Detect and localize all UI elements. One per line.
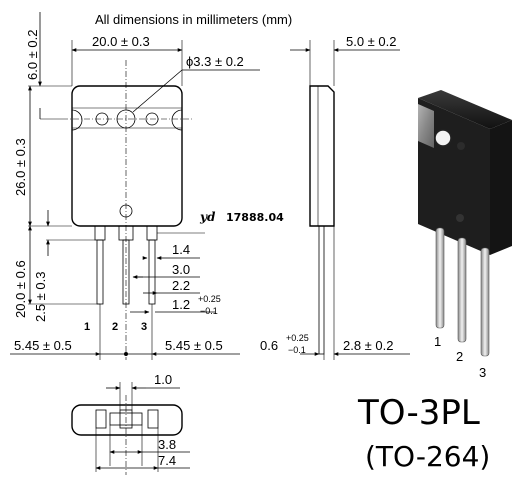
dim-side-lead-offset-tol-lower: −0.1 (288, 345, 306, 355)
bottom-view: 1.0 3.8 7.4 (71, 372, 190, 475)
stamp-code: 17888.04 (226, 211, 284, 224)
dim-lead-width-1: 1.4 (172, 242, 190, 257)
photo-pin-label-1: 1 (434, 334, 441, 349)
dim-lead-width-2: 3.0 (172, 262, 190, 277)
photo-pin-label-3: 3 (479, 365, 486, 380)
dim-bottom-outer-width: 7.4 (158, 453, 176, 468)
lead-3 (148, 239, 156, 305)
front-view: 20.0 ± 0.3 ϕ3.3 ± 0.2 6.0 ± 0.2 26.0 ± 0… (10, 12, 260, 360)
units-note: All dimensions in millimeters (mm) (95, 12, 292, 27)
dim-side-lead-bend: 2.8 ± 0.2 (343, 338, 394, 353)
pin-label-1: 1 (84, 321, 90, 333)
front-notch-right (171, 109, 183, 131)
stamp-logo: yd (199, 210, 216, 224)
side-body-outline (309, 85, 335, 227)
front-notch-left (71, 109, 83, 131)
lead3-shoulder (146, 225, 158, 241)
dim-lead-length: 20.0 ± 0.6 (13, 260, 28, 318)
lead1-shoulder (94, 225, 106, 241)
package-name: TO-3PL (357, 393, 480, 433)
package-alt-name: (TO-264) (365, 440, 490, 473)
dim-lead-thickness-tol-lower: −0.1 (200, 306, 218, 316)
package-photo: 1 2 3 (418, 90, 512, 380)
dim-tab-height: 6.0 ± 0.2 (25, 29, 40, 80)
side-view: 5.0 ± 0.2 0.6 +0.25 −0.1 2.8 ± 0.2 (260, 34, 410, 360)
pin-label-2: 2 (112, 321, 118, 333)
dim-side-lead-offset: 0.6 (260, 338, 278, 353)
dim-bottom-slot: 1.0 (154, 372, 172, 387)
dim-pitch-right: 5.45 ± 0.5 (165, 338, 223, 353)
dim-bottom-inner-width: 3.8 (158, 437, 176, 452)
dim-hole-diameter: ϕ3.3 ± 0.2 (186, 54, 244, 69)
dim-side-thickness: 5.0 ± 0.2 (346, 34, 397, 49)
lead-2 (122, 239, 130, 305)
side-lead (318, 225, 325, 355)
bottom-body-outline (71, 404, 183, 436)
photo-pin-label-2: 2 (456, 349, 463, 364)
dim-lead-shoulder: 2.5 ± 0.3 (33, 271, 48, 322)
dim-body-height: 26.0 ± 0.3 (13, 138, 28, 196)
pin-label-3: 3 (141, 321, 147, 333)
dim-side-lead-offset-tol-upper: +0.25 (286, 333, 309, 343)
dim-lead-width-3: 2.2 (172, 278, 190, 293)
dim-pitch-left: 5.45 ± 0.5 (14, 338, 72, 353)
dim-body-width: 20.0 ± 0.3 (92, 34, 150, 49)
lead-1 (96, 239, 104, 305)
dim-lead-thickness: 1.2 (172, 297, 190, 312)
dim-lead-thickness-tol-upper: +0.25 (198, 294, 221, 304)
